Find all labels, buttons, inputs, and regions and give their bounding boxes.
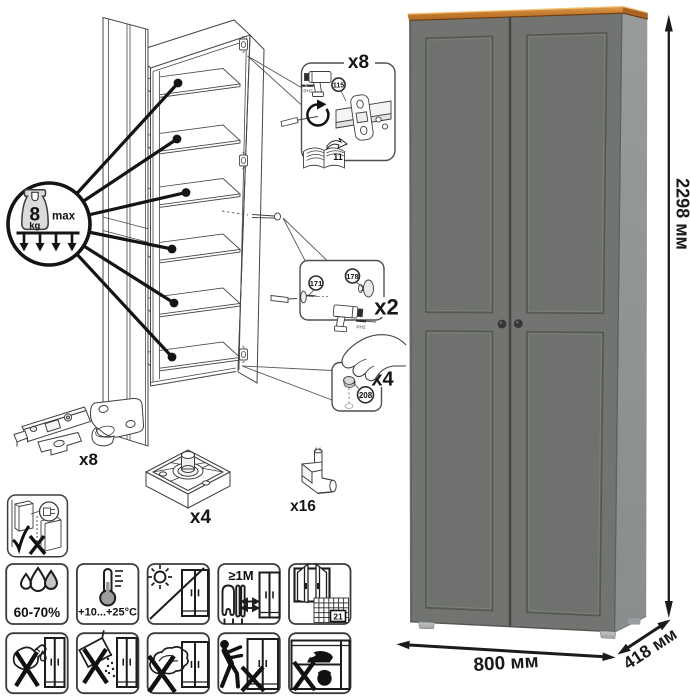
svg-text:208: 208 xyxy=(359,391,373,400)
svg-text:11: 11 xyxy=(333,152,343,162)
svg-text:PH2: PH2 xyxy=(303,89,313,95)
svg-text:x2: x2 xyxy=(374,295,398,320)
svg-text:x8: x8 xyxy=(79,450,98,469)
svg-text:178: 178 xyxy=(346,272,359,281)
svg-text:x4: x4 xyxy=(190,507,212,528)
svg-text:+10...+25°C: +10...+25°C xyxy=(78,607,137,619)
svg-text:x8: x8 xyxy=(348,52,369,73)
svg-text:21: 21 xyxy=(333,612,343,622)
svg-text:115: 115 xyxy=(333,82,344,89)
svg-text:8: 8 xyxy=(30,205,41,226)
svg-text:60-70%: 60-70% xyxy=(14,605,61,620)
svg-text:PH2: PH2 xyxy=(356,325,366,331)
svg-text:kg: kg xyxy=(29,221,40,232)
svg-text:x16: x16 xyxy=(290,498,316,515)
svg-text:≥1М: ≥1М xyxy=(228,568,253,583)
svg-text:2298 мм: 2298 мм xyxy=(672,178,690,250)
svg-text:max: max xyxy=(52,211,76,223)
svg-text:800 мм: 800 мм xyxy=(473,651,539,676)
svg-text:171: 171 xyxy=(310,279,323,288)
